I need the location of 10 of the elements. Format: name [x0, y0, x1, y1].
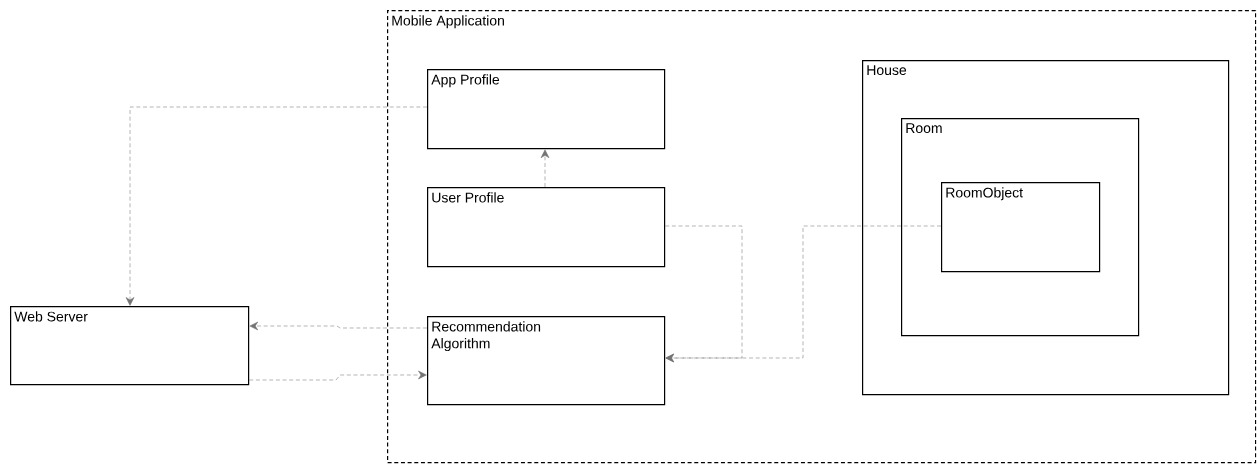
- arrow: [665, 225, 942, 363]
- component-box: Recommendation Algorithm: [427, 316, 666, 406]
- component-box: App Profile: [427, 69, 666, 150]
- component-box: Web Server: [10, 306, 250, 386]
- arrow: [249, 321, 428, 331]
- component-box: RoomObject: [941, 182, 1101, 273]
- arrow: [248, 370, 427, 381]
- arrow: [125, 106, 428, 306]
- component-box: User Profile: [427, 187, 666, 268]
- arrow: [540, 149, 550, 188]
